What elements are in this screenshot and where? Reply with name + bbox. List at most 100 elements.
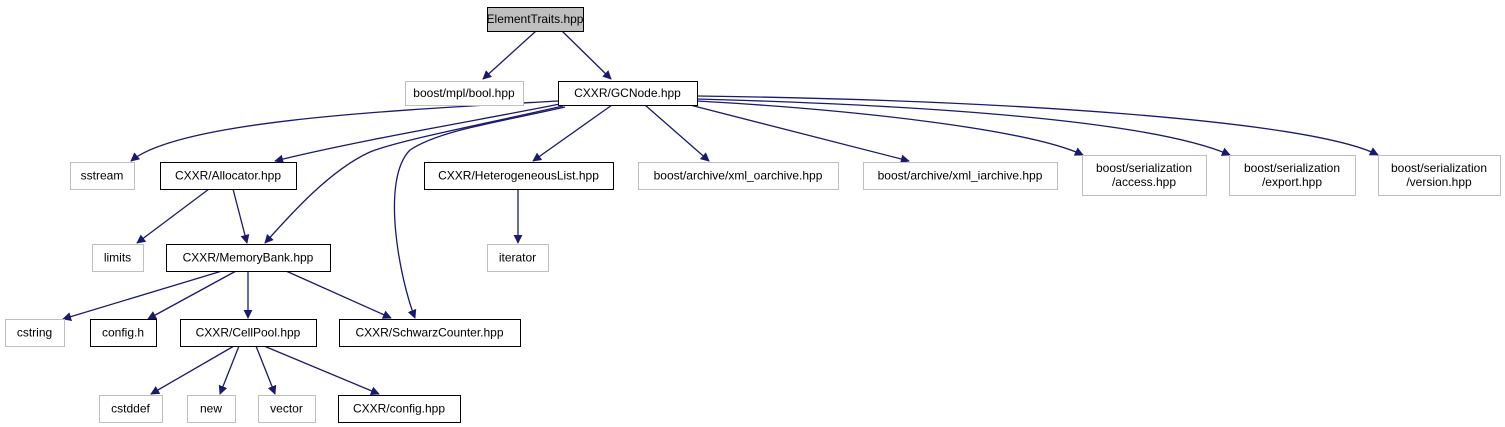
node-box [180, 319, 317, 347]
node-box [99, 395, 163, 423]
edge-cellpool-to-cxxr-config [263, 345, 380, 396]
node-box [338, 395, 461, 423]
node-box [558, 81, 698, 106]
node-heterogeneouslist[interactable]: CXXR/HeterogeneousList.hpp [424, 162, 614, 190]
edge-arrow [644, 104, 710, 162]
node-label: CXXR/CellPool.hpp [196, 326, 301, 340]
node-label: limits [104, 251, 131, 265]
node-xml-oarchive: boost/archive/xml_oarchive.hpp [638, 162, 839, 190]
node-box [1378, 155, 1501, 196]
edge-arrow [136, 188, 210, 244]
edge-gcnode-to-schwarzcounter [393, 106, 566, 319]
node-box [405, 81, 524, 106]
edge-memorybank-to-cstring [62, 270, 223, 321]
edge-allocator-to-memorybank [232, 188, 250, 244]
edge-arrow [274, 103, 561, 164]
node-label: cstring [17, 326, 52, 340]
node-label: new [200, 402, 222, 416]
node-box [638, 162, 839, 190]
edge-allocator-to-limits [136, 188, 210, 244]
node-label: boost/serialization [1096, 161, 1192, 175]
node-limits: limits [92, 244, 144, 272]
edge-gcnode-to-xml-oarchive [644, 104, 710, 162]
node-boost-mpl-bool: boost/mpl/bool.hpp [405, 81, 524, 106]
edge-gcnode-to-xml-iarchive [689, 104, 910, 164]
node-label: vector [270, 402, 303, 416]
edge-gcnode-to-sstream [130, 100, 559, 162]
edge-cellpool-to-vector [255, 345, 277, 395]
node-label: boost/archive/xml_oarchive.hpp [654, 169, 823, 183]
node-schwarzcounter[interactable]: CXXR/SchwarzCounter.hpp [339, 319, 521, 347]
node-label: CXXR/SchwarzCounter.hpp [355, 326, 503, 340]
edge-arrow [532, 104, 613, 162]
node-box [487, 7, 584, 32]
node-label: iterator [499, 251, 536, 265]
node-box [92, 244, 144, 272]
edge-arrow [255, 345, 277, 395]
node-label: CXXR/MemoryBank.hpp [183, 251, 314, 265]
edge-gcnode-to-serialization-access [696, 100, 1084, 156]
edge-arrow [264, 105, 564, 244]
node-label: boost/mpl/bool.hpp [413, 86, 515, 100]
node-sstream: sstream [70, 162, 135, 190]
node-allocator[interactable]: CXXR/Allocator.hpp [160, 162, 297, 190]
edge-arrow [561, 30, 612, 80]
edge-memorybank-to-config-h [147, 270, 237, 320]
node-box [90, 319, 157, 347]
node-serialization-version: boost/serialization/version.hpp [1378, 155, 1501, 196]
node-config-h[interactable]: config.h [90, 319, 157, 347]
node-box [187, 395, 236, 423]
node-box [1082, 155, 1207, 196]
edge-gcnode-to-serialization-export [696, 98, 1231, 156]
node-box [160, 162, 297, 190]
edge-arrow [285, 270, 392, 319]
edge-arrow [62, 270, 223, 321]
edge-arrow [393, 106, 566, 319]
node-memorybank[interactable]: CXXR/MemoryBank.hpp [166, 244, 331, 272]
node-box [258, 395, 316, 423]
edge-gcnode-to-heterogeneouslist [532, 104, 613, 162]
node-cstring: cstring [5, 319, 65, 347]
node-label: CXXR/HeterogeneousList.hpp [438, 169, 599, 183]
node-label: sstream [81, 169, 124, 183]
edge-arrow [147, 270, 237, 320]
edge-arrow [232, 188, 250, 244]
edge-arrow [696, 98, 1231, 156]
node-label: ElementTraits.hpp [487, 12, 584, 26]
node-label: config.h [102, 326, 144, 340]
node-new: new [187, 395, 236, 423]
edge-arrow [150, 345, 235, 395]
node-gcnode[interactable]: CXXR/GCNode.hpp [558, 81, 698, 106]
edge-elementtraits-to-boost-mpl-bool [482, 30, 537, 80]
node-label: /access.hpp [1112, 175, 1176, 189]
node-serialization-access: boost/serialization/access.hpp [1082, 155, 1207, 196]
node-box [166, 244, 331, 272]
node-xml-iarchive: boost/archive/xml_iarchive.hpp [863, 162, 1058, 190]
node-label: boost/serialization [1244, 161, 1340, 175]
node-iterator: iterator [487, 244, 549, 272]
edge-elementtraits-to-gcnode [561, 30, 612, 80]
node-box [863, 162, 1058, 190]
node-box [70, 162, 135, 190]
node-label: boost/archive/xml_iarchive.hpp [878, 169, 1043, 183]
node-label: /export.hpp [1262, 175, 1322, 189]
edge-arrow [696, 100, 1084, 156]
edge-gcnode-to-memorybank [264, 105, 564, 244]
edge-arrow [482, 30, 537, 80]
node-elementtraits[interactable]: ElementTraits.hpp [487, 7, 584, 32]
node-label: cstddef [111, 402, 150, 416]
node-label: /version.hpp [1406, 175, 1472, 189]
node-box [424, 162, 614, 190]
edge-memorybank-to-schwarzcounter [285, 270, 392, 319]
node-box [339, 319, 521, 347]
node-label: CXXR/config.hpp [353, 402, 445, 416]
node-serialization-export: boost/serialization/export.hpp [1229, 155, 1356, 196]
node-cellpool[interactable]: CXXR/CellPool.hpp [180, 319, 317, 347]
edge-cellpool-to-cstddef [150, 345, 235, 395]
node-box [5, 319, 65, 347]
edge-gcnode-to-allocator [274, 103, 561, 164]
edge-cellpool-to-new [218, 345, 240, 395]
edge-arrow [263, 345, 380, 396]
node-cxxr-config[interactable]: CXXR/config.hpp [338, 395, 461, 423]
